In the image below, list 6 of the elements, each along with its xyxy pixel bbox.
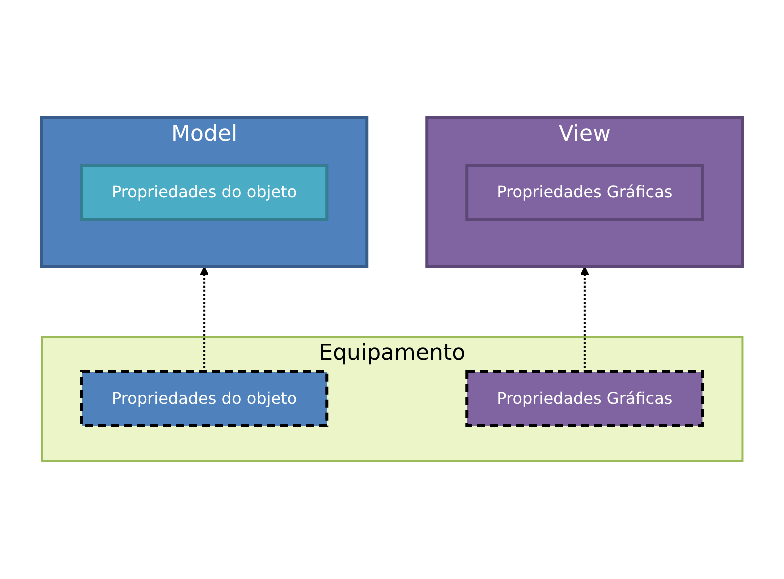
arrow [200, 266, 209, 372]
node-box: Propriedades Gráficas [465, 164, 704, 221]
node-box: Propriedades do objeto [80, 164, 328, 221]
node-box: Propriedades do objeto [80, 370, 328, 428]
node-box: Propriedades Gráficas [465, 370, 704, 428]
arrow [580, 266, 589, 372]
